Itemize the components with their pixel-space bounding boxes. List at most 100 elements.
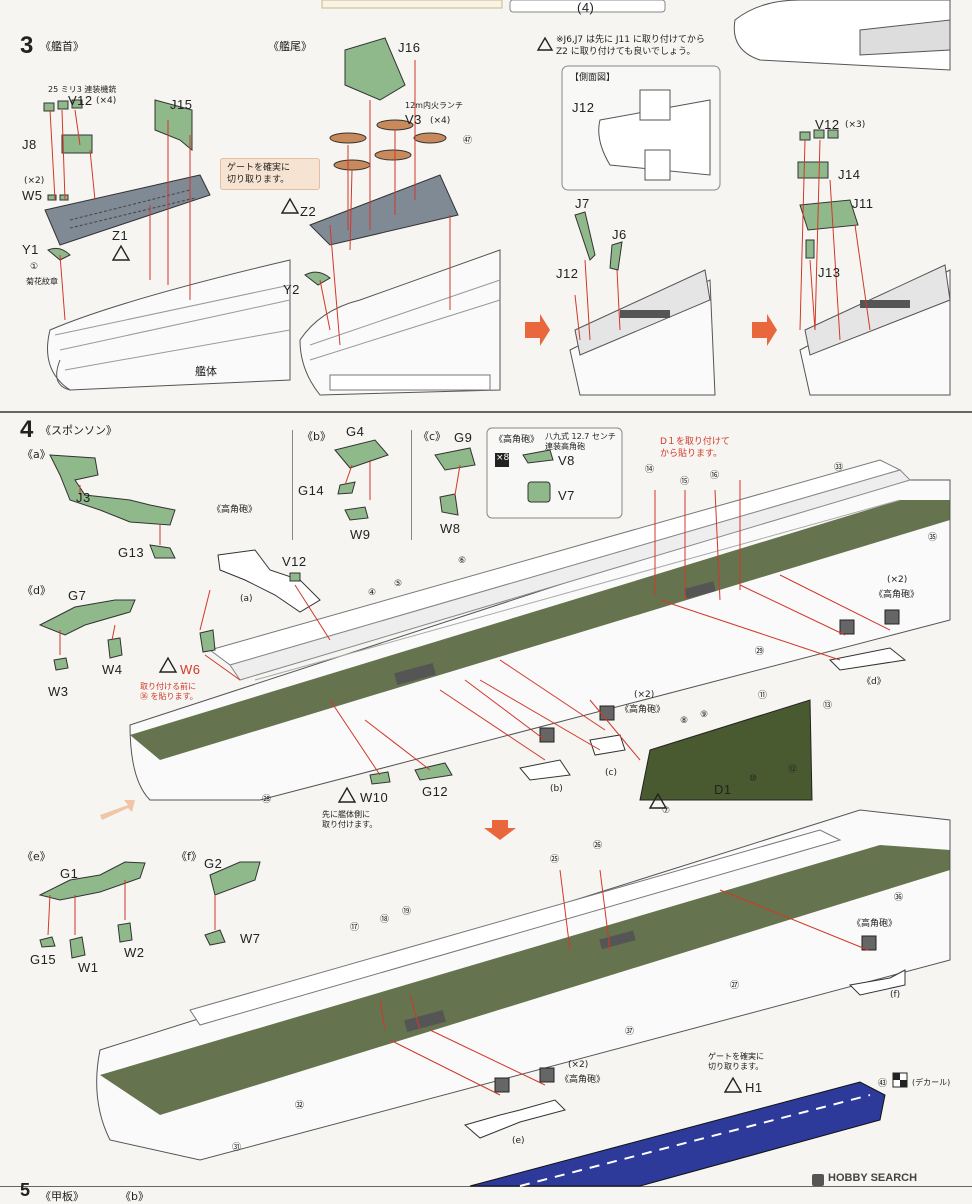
tag-a: 《a》 <box>22 448 51 461</box>
side-j12: J12 <box>572 100 595 115</box>
num-18: ⑱ <box>380 915 390 925</box>
label-y2: Y2 <box>283 282 300 297</box>
assy-j11: J11 <box>852 196 874 211</box>
gun-box-panel <box>486 427 623 519</box>
decal-label: (デカール) <box>912 1078 951 1087</box>
side-warning: ※J6,J7 は先に J11 に取り付けてから Z2 に取り付けても良いでしょう… <box>556 35 705 57</box>
num-8: ⑧ <box>680 716 689 726</box>
lower-f-gun: 《高角砲》 <box>852 919 898 929</box>
step-4-number: 4 <box>20 416 34 443</box>
label-v3: V3 <box>405 112 422 127</box>
num-11: ⑪ <box>758 691 768 701</box>
assy-j6: J6 <box>612 227 627 242</box>
num-31: ㉛ <box>232 1143 242 1153</box>
bow-deck-part <box>44 174 211 246</box>
gun-box-title: 《高角砲》 <box>494 435 540 445</box>
label-v8: V8 <box>558 453 575 468</box>
label-w3: W3 <box>48 684 69 699</box>
stern-hull-drawing <box>299 249 501 396</box>
label-w10: W10 <box>360 790 389 805</box>
mid-gun-x2: 《高角砲》 <box>620 705 666 715</box>
label-w7: W7 <box>240 931 261 946</box>
d1-note: D１を取り付けて から貼ります。 <box>660 437 730 459</box>
label-v12: V12 <box>68 93 93 108</box>
num-47: ㊼ <box>463 136 473 146</box>
bow-hull-drawing <box>47 259 291 391</box>
stern-assembly-2 <box>799 264 951 396</box>
v12-qty: (×4) <box>96 96 117 106</box>
gun-box-qty: ×8 <box>496 453 510 463</box>
label-h1: H1 <box>745 1080 763 1095</box>
label-g15: G15 <box>30 952 57 967</box>
num-6: ⑥ <box>458 556 467 566</box>
label-j8: J8 <box>22 137 37 152</box>
lower-e-gun: 《高角砲》 <box>560 1075 606 1085</box>
part-j8 <box>61 134 93 154</box>
step-5-number: 5 <box>20 1180 31 1200</box>
part-d1 <box>639 699 813 801</box>
assy-v12-qty: (×3) <box>845 120 866 130</box>
step-4-title: 《スポンソン》 <box>40 424 117 437</box>
v3-qty: (×4) <box>430 116 451 126</box>
y1-note: 菊花紋章 <box>26 277 58 286</box>
lower-f-tag: (f) <box>890 990 901 1000</box>
num-25: ㉕ <box>550 855 560 865</box>
assy-v12: V12 <box>815 117 840 132</box>
num-9: ⑨ <box>700 710 709 720</box>
tag-b: 《b》 <box>302 430 331 443</box>
stern-deck-part <box>309 174 459 246</box>
y1-num: ① <box>30 262 39 272</box>
label-w6: W6 <box>180 662 201 677</box>
mid-dx2: 《高角砲》 <box>874 590 920 600</box>
label-g12: G12 <box>422 784 449 799</box>
label-g4: G4 <box>346 424 365 439</box>
label-y1: Y1 <box>22 242 39 257</box>
deck-gate-note: ゲートを確実に 切り取ります。 <box>708 1052 764 1071</box>
num-26: ㉖ <box>593 841 603 851</box>
label-g7: G7 <box>68 588 87 603</box>
step-3-number: 3 <box>20 32 34 59</box>
tag-f: 《f》 <box>176 850 202 863</box>
assy-j7: J7 <box>575 196 590 211</box>
num-35: ㉟ <box>928 533 938 543</box>
assy-j14: J14 <box>838 167 861 182</box>
step-5-title: 《甲板》 <box>40 1190 84 1203</box>
tag-d: 《d》 <box>22 584 51 597</box>
label-j16: J16 <box>398 40 421 55</box>
num-12: ⑫ <box>788 765 798 775</box>
label-j3: J3 <box>76 490 91 505</box>
label-hull: 艦体 <box>195 365 217 378</box>
num-29: ㉙ <box>755 647 765 657</box>
num-17: ⑰ <box>350 923 360 933</box>
label-w5: W5 <box>22 188 43 203</box>
mid-dx2-qty: (×2) <box>887 575 908 585</box>
mid-a-tag: (a) <box>240 594 253 604</box>
w10-note: 先に艦体側に 取り付けます。 <box>322 810 378 829</box>
gate-note: ゲートを確実に 切り取ります。 <box>220 158 320 190</box>
w6-note: 取り付ける前に ㊱ を貼ります。 <box>140 682 198 701</box>
num-7: ⑦ <box>662 806 671 816</box>
label-z1: Z1 <box>112 228 129 243</box>
part-j16 <box>344 37 406 101</box>
label-w2: W2 <box>124 945 145 960</box>
num-19: ⑲ <box>402 907 412 917</box>
label-w9: W9 <box>350 527 371 542</box>
w5-qty: (×2) <box>24 176 45 186</box>
num-37: ㊲ <box>625 1027 635 1037</box>
label-g2: G2 <box>204 856 223 871</box>
assy-j12: J12 <box>556 266 579 281</box>
label-w1: W1 <box>78 960 99 975</box>
mid-v12: V12 <box>282 554 307 569</box>
step-5-b-tag: 《b》 <box>120 1190 149 1203</box>
label-w4: W4 <box>102 662 123 677</box>
num-28: ㉘ <box>262 795 272 805</box>
num-43: ㊸ <box>878 1079 888 1089</box>
mid-b-tag: (b) <box>550 784 563 794</box>
gun-box-desc: 八九式 12.7 センチ 連装高角砲 <box>545 432 616 451</box>
part-j15 <box>154 99 193 152</box>
num-32: ㉜ <box>295 1101 305 1111</box>
label-g13: G13 <box>118 545 145 560</box>
num-33: ㉝ <box>834 463 844 473</box>
num-36: ㊱ <box>894 893 904 903</box>
